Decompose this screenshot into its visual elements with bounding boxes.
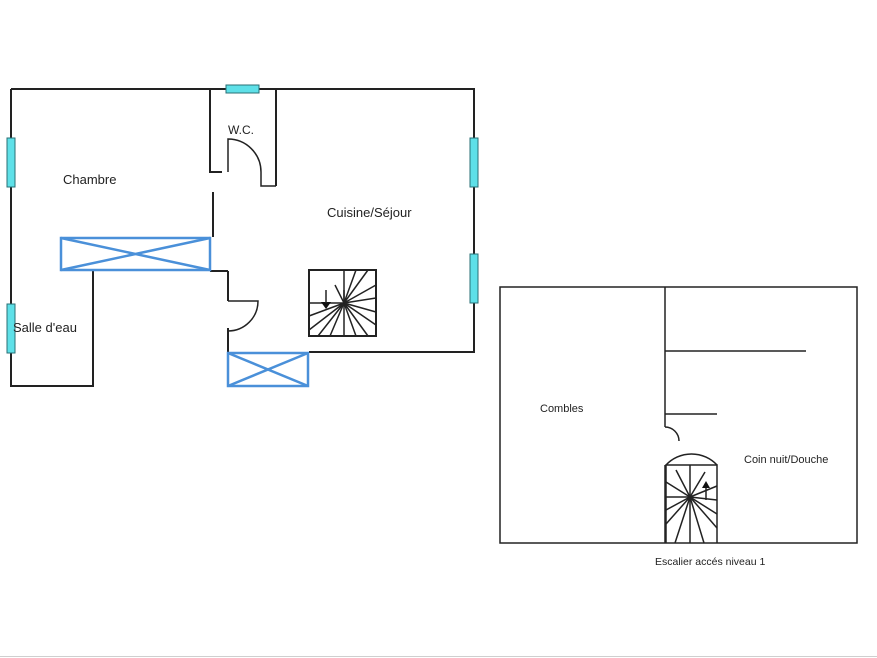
stair-step [343,284,377,304]
stair-step [317,302,345,337]
room-label-chambre: Chambre [63,172,116,187]
window-sejour-2 [469,253,479,304]
arrow-up-icon [702,481,710,488]
upper-floor-plan: Combles Coin nuit/Douche Escalier accés … [499,286,858,568]
window-salle-eau [6,303,16,354]
stair-step [689,496,718,501]
stair-step [689,496,718,529]
stair-step [329,302,345,337]
arrow-down-icon [321,302,331,309]
stair-step [343,302,377,326]
salle-eau-door[interactable] [227,300,259,332]
stair-step [689,496,718,515]
stair-step [343,269,369,304]
stair-step [343,302,377,313]
window-chambre [6,137,16,188]
stair-step [343,302,357,337]
staircase-ground [308,269,377,337]
window-top [225,84,260,94]
void-chambre [59,236,212,272]
stair-step [689,471,706,498]
room-label-coin-nuit: Coin nuit/Douche [744,454,828,466]
stair-step [334,284,345,304]
stair-step [689,496,705,544]
stair-step [675,469,691,498]
stair-step [665,481,691,498]
void-entrance [226,351,310,388]
stair-step [665,496,691,525]
stair-step [674,496,691,544]
upper-door[interactable] [664,426,680,442]
stair-step [343,297,377,304]
staircase-upper [665,453,718,544]
page-divider [0,656,877,657]
stair-step [343,302,369,337]
stair-step [343,269,357,304]
stair-step [308,302,345,317]
stair-step [689,485,718,498]
ground-floor-plan: Chambre W.C. Cuisine/Séjour Salle d'eau [6,84,479,388]
stair-step [665,496,691,511]
stair-step [308,302,345,331]
room-label-combles: Combles [540,403,584,415]
wc-wall-left [209,89,222,173]
room-label-wc: W.C. [228,123,254,137]
upper-floor-outer-wall [499,286,858,544]
wc-door[interactable] [227,138,276,187]
caption-escalier: Escalier accés niveau 1 [655,556,765,568]
room-label-cuisine-sejour: Cuisine/Séjour [327,205,412,220]
ground-floor-outer-wall [10,88,475,387]
window-sejour-1 [469,137,479,188]
room-label-salle-eau: Salle d'eau [13,320,77,335]
